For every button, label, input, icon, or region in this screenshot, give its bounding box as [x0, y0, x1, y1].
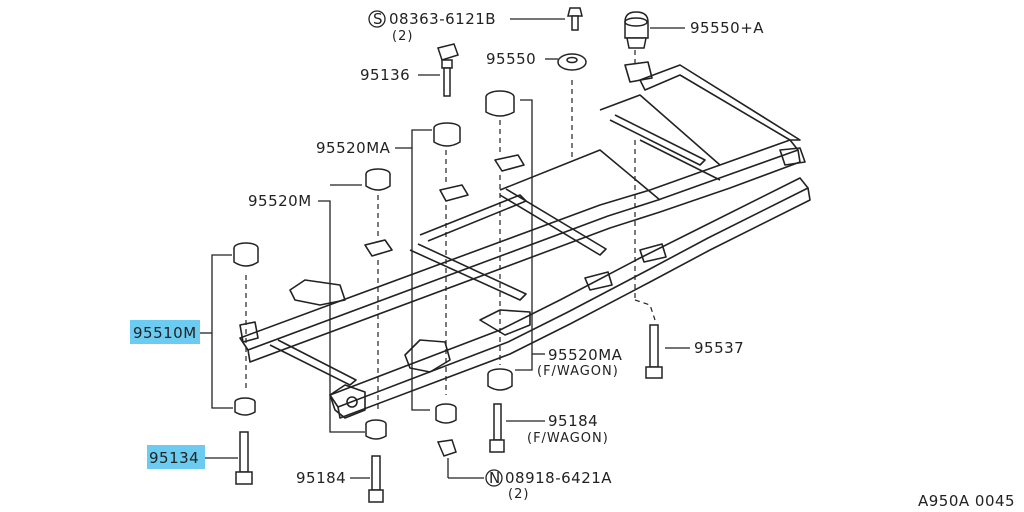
callout-95510m[interactable]: 95510M: [133, 324, 197, 342]
callout-95520ma-fwagon[interactable]: 95520MA: [548, 346, 623, 364]
callout-08363[interactable]: 08363-6121B: [389, 10, 496, 28]
cushion-lower-center-icon: [365, 419, 387, 440]
bolt-95537-icon: [645, 324, 663, 379]
callout-95184-fwagon-note: (F/WAGON): [527, 431, 609, 446]
highlight-95510m: [130, 320, 200, 344]
diagram-id: A950A 0045: [918, 492, 1015, 510]
chassis-frame: [239, 61, 811, 419]
callout-95550[interactable]: 95550: [486, 50, 536, 68]
symbol-n: N: [489, 469, 501, 487]
cushion-95550-a-icon: [624, 11, 649, 49]
bolt-95134-icon: [235, 431, 253, 485]
callout-95134[interactable]: 95134: [149, 449, 199, 467]
callout-95520m[interactable]: 95520M: [248, 192, 312, 210]
symbol-s: S: [373, 10, 383, 28]
cushion-95510m-lower-icon: [234, 397, 256, 416]
cushion-95520ma-icon: [433, 122, 461, 147]
callout-08918[interactable]: 08918-6421A: [505, 469, 612, 487]
cushion-95510m-upper-icon: [233, 242, 259, 267]
bolt-95184-icon: [368, 455, 384, 503]
callout-95520ma[interactable]: 95520MA: [316, 139, 391, 157]
callout-95520ma-fwagon-note: (F/WAGON): [537, 364, 619, 379]
highlight-95134: [147, 445, 205, 469]
alignment-lines: [245, 50, 656, 410]
callout-95184-fwagon[interactable]: 95184: [548, 412, 598, 430]
cushion-lower-mid-icon: [435, 403, 457, 424]
cushion-95520ma-fwagon-icon: [487, 368, 513, 391]
cushion-95520m-icon: [365, 168, 391, 191]
mount-cushions: [233, 7, 663, 503]
symbol-s-circle: [368, 10, 386, 28]
callout-08918-qty: (2): [508, 487, 529, 502]
callout-08363-qty: (2): [392, 29, 413, 44]
callout-95184[interactable]: 95184: [296, 469, 346, 487]
bolt-08363-icon: [567, 7, 583, 31]
callout-95550-a[interactable]: 95550+A: [690, 19, 764, 37]
washer-95550-icon: [557, 53, 587, 71]
leader-lines: [200, 18, 690, 479]
callout-95537[interactable]: 95537: [694, 339, 744, 357]
nut-08918-icon: [436, 439, 457, 457]
symbol-n-circle: [485, 469, 503, 487]
bolt-95184-fwagon-icon: [489, 403, 505, 453]
cushion-upper-icon: [485, 90, 515, 117]
cap-95136-icon: [437, 43, 459, 97]
callout-95136[interactable]: 95136: [360, 66, 410, 84]
